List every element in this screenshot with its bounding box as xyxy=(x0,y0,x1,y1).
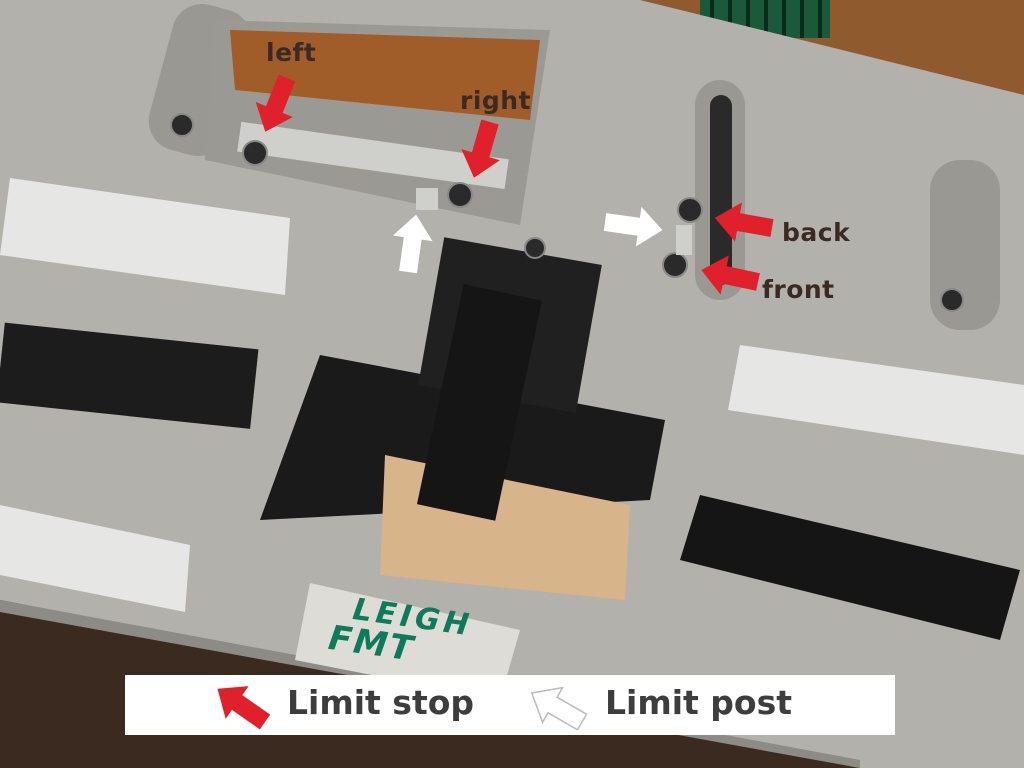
post xyxy=(524,237,546,259)
front-stop-screw xyxy=(662,252,688,278)
legend-limit-stop: Limit stop xyxy=(287,683,475,722)
limit-stop-arrow-icon xyxy=(217,686,271,730)
red-arrow-left xyxy=(255,74,296,132)
limit-post-arrow-icon xyxy=(530,686,588,730)
white-arrow-post-1 xyxy=(392,214,433,274)
back-stop-screw xyxy=(677,197,703,223)
pad xyxy=(0,178,290,295)
red-arrow-front xyxy=(701,255,760,295)
logo-plate xyxy=(295,583,520,700)
post xyxy=(940,288,964,312)
right-slot xyxy=(680,495,1020,640)
pad xyxy=(0,505,190,612)
label-back: back xyxy=(782,218,851,247)
limit-post xyxy=(676,225,692,255)
callout-arrows xyxy=(255,74,774,295)
pad xyxy=(728,345,1024,455)
left-stop-screw xyxy=(242,140,268,166)
limit-post xyxy=(416,188,438,210)
slot xyxy=(930,160,1000,330)
clamp-handle xyxy=(0,322,259,429)
legend-limit-post: Limit post xyxy=(605,683,793,722)
label-left: left xyxy=(266,38,317,67)
right-stop-screw xyxy=(447,182,473,208)
white-arrow-post-2 xyxy=(603,206,663,247)
red-arrow-back xyxy=(714,202,774,242)
label-right: right xyxy=(460,86,532,115)
label-front: front xyxy=(762,275,835,304)
limit-stop-bar xyxy=(237,121,509,190)
red-arrow-right xyxy=(461,119,500,178)
legend: Limit stop Limit post xyxy=(125,675,895,735)
post xyxy=(170,113,194,137)
